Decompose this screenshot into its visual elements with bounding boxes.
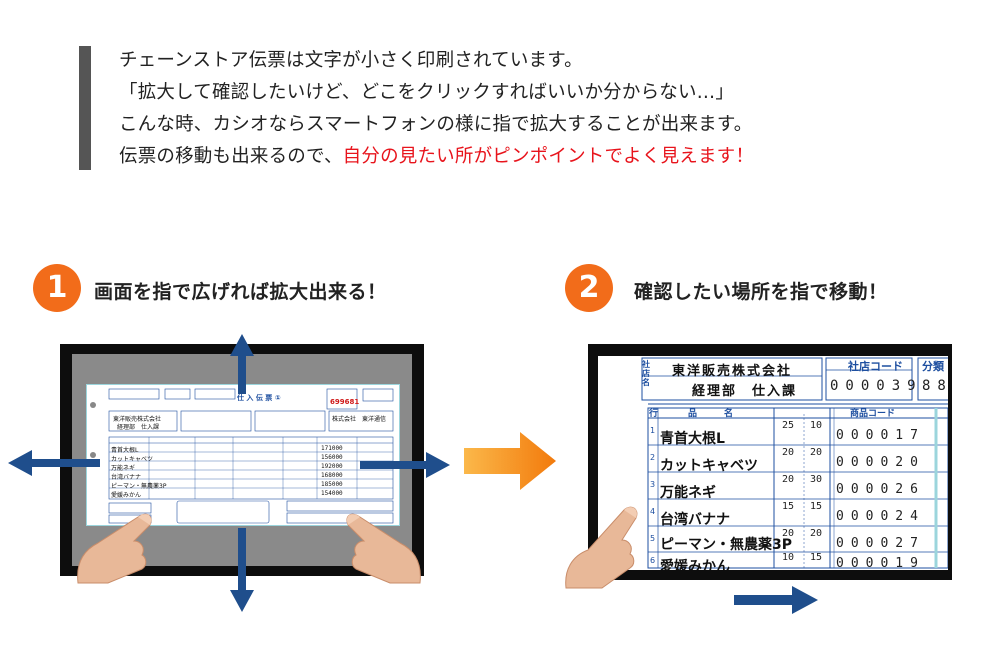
small-slip-price: 192000 bbox=[321, 463, 343, 470]
row-qty-2: 20 bbox=[810, 528, 823, 539]
arrow-up-icon bbox=[230, 334, 254, 394]
store-code-value: 000039 bbox=[830, 378, 923, 394]
step-1-title: 画面を指で広げれば拡大出来る！ bbox=[94, 281, 387, 303]
small-slip-company: 東洋販売株式会社 bbox=[113, 416, 162, 423]
intro-line-4: 伝票の移動も出来るので、自分の見たい所がピンポイントでよく見えます！ bbox=[119, 144, 754, 170]
row-qty-1: 25 bbox=[782, 420, 795, 431]
row-number: 4 bbox=[650, 507, 656, 516]
row-product-code: 000019 bbox=[836, 556, 925, 570]
row-number: 6 bbox=[650, 556, 656, 565]
small-slip-price: 168000 bbox=[321, 472, 343, 479]
small-slip-price: 154000 bbox=[321, 490, 343, 497]
small-slip-title: 仕 入 伝 票 ① bbox=[237, 394, 281, 402]
intro-line-3: こんな時、カシオならスマートフォンの様に指で拡大することが出来ます。 bbox=[119, 114, 753, 135]
row-number: 5 bbox=[650, 534, 656, 543]
row-item-name: カットキャベツ bbox=[660, 458, 758, 474]
side-label-2: 店 bbox=[642, 369, 650, 378]
side-label-3: 名 bbox=[642, 378, 650, 387]
zoom-company: 東洋販売株式会社 bbox=[672, 364, 793, 379]
row-qty-1: 20 bbox=[782, 447, 795, 458]
row-qty-2: 15 bbox=[810, 552, 823, 563]
intro-line-1: チェーンストア伝票は文字が小さく印刷されています。 bbox=[119, 50, 583, 71]
arrow-right-icon bbox=[360, 452, 450, 478]
arrow-down-icon bbox=[230, 528, 254, 612]
small-slip: 仕 入 伝 票 ① 699681 東洋販売株式会社 経理部 仕入課 株式会社 東… bbox=[86, 384, 400, 526]
row-qty-1: 20 bbox=[782, 474, 795, 485]
row-product-code: 000017 bbox=[836, 428, 925, 443]
row-qty-1: 10 bbox=[782, 552, 795, 563]
row-item-name: 愛媛みかん bbox=[660, 559, 730, 570]
small-slip-item: ピーマン・無農薬3P bbox=[111, 483, 167, 490]
small-slip-item: 台湾バナナ bbox=[111, 474, 142, 481]
intro-block: チェーンストア伝票は文字が小さく印刷されています。 「拡大して確認したいけど、ど… bbox=[79, 44, 939, 172]
col-row-header: 行 bbox=[649, 409, 659, 419]
arrow-left-icon bbox=[8, 450, 100, 476]
intro-line-4-prefix: 伝票の移動も出来るので、 bbox=[119, 146, 343, 167]
small-slip-store: 株式会社 東洋通信 bbox=[332, 416, 387, 423]
col-name-header: 品 名 bbox=[688, 409, 734, 419]
class-label: 分類 bbox=[922, 360, 944, 373]
class-value: 88 bbox=[922, 378, 946, 394]
small-slip-price: 185000 bbox=[321, 481, 343, 488]
small-slip-item: カットキャベツ bbox=[111, 456, 154, 463]
arrow-move-right-icon bbox=[734, 586, 818, 614]
small-slip-grid bbox=[90, 388, 394, 524]
row-number: 3 bbox=[650, 480, 656, 489]
row-qty-2: 15 bbox=[810, 501, 823, 512]
row-item-name: 青首大根L bbox=[660, 431, 725, 447]
step-2-title: 確認したい場所を指で移動！ bbox=[634, 281, 888, 303]
row-qty-2: 10 bbox=[810, 420, 823, 431]
row-qty-1: 15 bbox=[782, 501, 795, 512]
small-slip-dept: 経理部 仕入課 bbox=[117, 424, 160, 431]
step-2-badge: 2 bbox=[565, 264, 613, 312]
intro-highlight: 自分の見たい所がピンポイントでよく見えます！ bbox=[342, 146, 755, 167]
small-slip-item: 愛媛みかん bbox=[111, 492, 142, 499]
col-code-header: 商品コード bbox=[850, 409, 896, 419]
row-number: 1 bbox=[650, 426, 656, 435]
next-step-arrow-icon bbox=[464, 432, 556, 490]
zoom-side-label: 社 店 名 bbox=[642, 360, 652, 387]
quote-bar bbox=[79, 46, 91, 170]
small-slip-item: 青首大根L bbox=[111, 447, 139, 454]
step-1-badge: 1 bbox=[33, 264, 81, 312]
row-qty-2: 30 bbox=[810, 474, 823, 485]
tablet-2: 社 店 名 東洋販売株式会社 経理部 仕入課 社店コード 000039 分類 8… bbox=[588, 344, 952, 580]
zoom-slip-grid bbox=[641, 357, 948, 569]
intro-line-2: 「拡大して確認したいけど、どこをクリックすればいいか分からない…」 bbox=[119, 82, 735, 103]
row-qty-2: 20 bbox=[810, 447, 823, 458]
small-slip-item: 万能ネギ bbox=[111, 465, 136, 472]
right-hand-icon bbox=[346, 513, 421, 584]
drag-hand-icon bbox=[565, 506, 638, 589]
small-slip-price: 171000 bbox=[321, 445, 343, 452]
small-slip-number: 699681 bbox=[330, 398, 360, 406]
row-item-name: 万能ネギ bbox=[660, 485, 716, 501]
row-product-code: 000027 bbox=[836, 536, 925, 551]
row-product-code: 000020 bbox=[836, 455, 925, 470]
side-label-1: 社 bbox=[642, 360, 650, 369]
row-product-code: 000026 bbox=[836, 482, 925, 497]
row-item-name: ピーマン・無農薬3P bbox=[660, 537, 793, 553]
zoom-dept: 経理部 仕入課 bbox=[692, 384, 798, 399]
row-qty-1: 20 bbox=[782, 528, 795, 539]
small-slip-price: 156000 bbox=[321, 454, 343, 461]
tablet-2-screen: 社 店 名 東洋販売株式会社 経理部 仕入課 社店コード 000039 分類 8… bbox=[598, 356, 948, 570]
row-number: 2 bbox=[650, 453, 656, 462]
row-product-code: 000024 bbox=[836, 509, 925, 524]
store-code-label: 社店コード bbox=[848, 360, 903, 373]
left-hand-icon bbox=[77, 513, 152, 584]
row-item-name: 台湾バナナ bbox=[660, 512, 730, 528]
